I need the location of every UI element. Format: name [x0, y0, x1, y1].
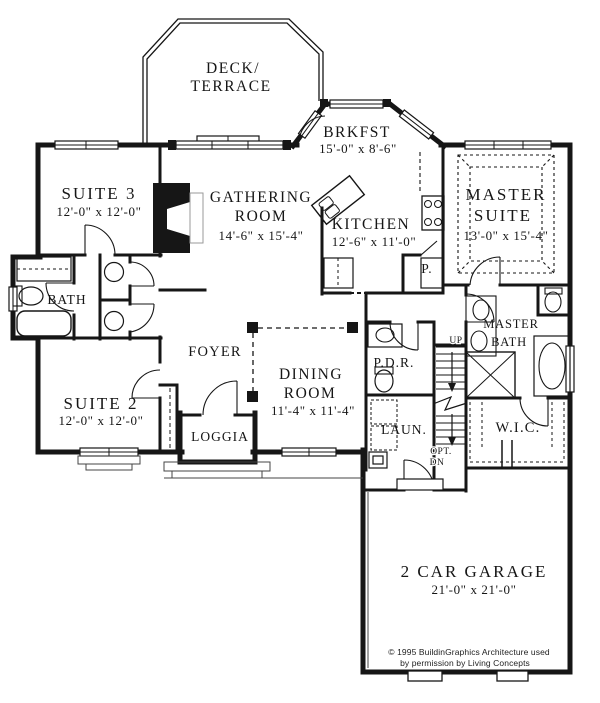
room-dims-kitchen: 12'-6" x 11'-0"	[332, 234, 416, 249]
stairs-dn-label: DN	[430, 458, 445, 468]
room-dims-garage: 21'-0" x 21'-0"	[432, 582, 517, 597]
fireplace	[153, 183, 204, 253]
powder-room-fixtures	[367, 323, 403, 393]
vanity-counter	[465, 295, 497, 357]
room-label-master-suite-line1: MASTER	[466, 185, 547, 204]
refrigerator-icon	[420, 257, 444, 289]
room-label-gathering-line1: GATHERING	[210, 189, 312, 206]
room-label-suite3: SUITE 3	[62, 184, 137, 203]
sink-icon	[470, 330, 488, 352]
room-label-deck-line1: DECK/	[206, 60, 260, 77]
room-dims-suite2: 12'-0" x 12'-0"	[59, 413, 144, 428]
dining-columns	[247, 322, 358, 402]
room-label-laundry: LAUN.	[381, 422, 427, 437]
room-dims-brkfst: 15'-0" x 8'-6"	[319, 141, 397, 156]
bay-window-top	[320, 99, 391, 109]
bay-window-right	[398, 109, 435, 140]
copyright-line2: by permission by Living Concepts	[400, 658, 530, 668]
toilet-icon	[103, 310, 125, 332]
pantry-door	[420, 240, 438, 256]
suite2-window	[79, 447, 139, 457]
room-label-garage: 2 CAR GARAGE	[401, 562, 548, 581]
copyright-line1: © 1995 BuildinGraphics Architecture used	[388, 647, 550, 657]
interior-walls	[35, 143, 572, 493]
loggia-steps	[163, 461, 363, 479]
bath-tub-icon	[533, 335, 571, 397]
room-label-foyer: FOYER	[188, 344, 242, 360]
room-dims-master-suite: 13'-0" x 15'-4"	[464, 228, 549, 243]
bath-tub-icon	[16, 310, 72, 337]
toilet-icon	[103, 261, 125, 283]
kitchen-counters	[323, 152, 444, 289]
master-suite-window	[464, 140, 552, 150]
garage-doors	[407, 670, 529, 682]
room-label-pdr: P.D.R.	[374, 355, 415, 370]
stair-arrow	[448, 437, 456, 446]
stairs-opt-label: OPT.	[430, 447, 452, 457]
room-label-gathering-line2: ROOM	[235, 208, 288, 225]
deck-terrace-outline	[142, 18, 324, 144]
garage-step	[396, 478, 444, 491]
dining-window	[281, 447, 337, 457]
room-dims-gathering: 14'-6" x 15'-4"	[219, 228, 304, 243]
room-labels: DECK/ TERRACE BRKFST 15'-0" x 8'-6" SUIT…	[47, 60, 550, 668]
room-label-kitchen: KITCHEN	[332, 216, 411, 233]
room-label-suite2: SUITE 2	[64, 394, 139, 413]
sink-icon	[18, 286, 44, 306]
tray-ceiling	[457, 154, 555, 274]
toilet-icon	[544, 291, 562, 313]
shower-icon	[465, 351, 516, 399]
room-label-master-bath-line1: MASTER	[483, 317, 539, 331]
room-label-deck-line2: TERRACE	[190, 78, 271, 95]
room-dims-dining: 11'-4" x 11'-4"	[271, 403, 355, 418]
suite3-window	[54, 140, 119, 150]
stairs	[432, 346, 468, 446]
room-dims-suite3: 12'-0" x 12'-0"	[57, 204, 142, 219]
room-label-master-bath-line2: BATH	[491, 335, 527, 349]
room-label-dining-line1: DINING	[279, 366, 343, 383]
room-label-brkfst: BRKFST	[323, 124, 391, 141]
stove-icon	[421, 195, 445, 231]
room-label-loggia: LOGGIA	[191, 429, 249, 444]
entry-stoop	[77, 455, 141, 471]
stairs-up-label: UP	[449, 336, 462, 346]
laundry-sink-icon	[368, 451, 388, 469]
wic-shelving	[469, 402, 565, 468]
room-label-master-suite-line2: SUITE	[474, 206, 532, 225]
stair-arrow	[448, 383, 456, 392]
room-label-wic: W.I.C.	[496, 420, 541, 436]
sink-icon	[375, 327, 395, 343]
gathering-deck-doors	[168, 140, 291, 150]
master-bath-fixtures	[465, 287, 571, 399]
washer-dryer-icon	[370, 399, 398, 451]
kitchen-island-icon	[310, 174, 366, 226]
sink-icon	[472, 299, 490, 321]
bath-fixtures	[12, 256, 125, 337]
room-label-dining-line2: ROOM	[284, 385, 337, 402]
room-label-bath: BATH	[47, 292, 86, 307]
room-label-pantry: P.	[421, 261, 432, 276]
toilet-icon	[374, 369, 394, 393]
